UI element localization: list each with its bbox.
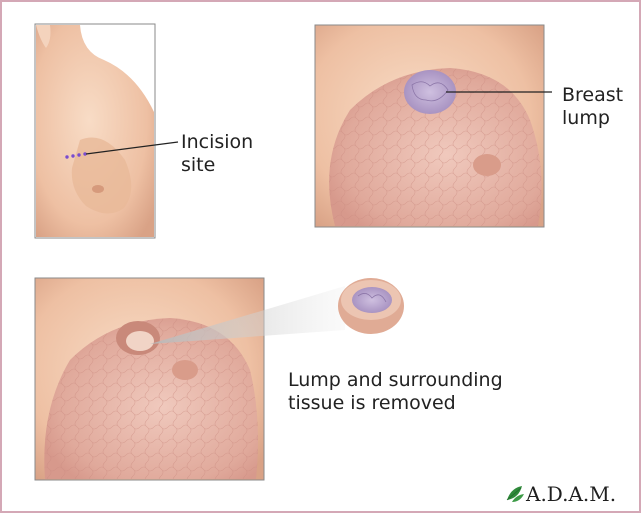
- breast-lump-label: Breast lump: [562, 84, 638, 130]
- removal-label-line1: Lump and surrounding: [288, 369, 588, 392]
- brand-logo-text: A.D.A.M.: [526, 482, 616, 506]
- incision-label-line1: Incision: [181, 131, 301, 154]
- removal-label-line2: tissue is removed: [288, 392, 588, 415]
- lump-label-line1: Breast: [562, 84, 638, 107]
- incision-label-line2: site: [181, 154, 301, 177]
- removed-tissue-sample: [338, 278, 404, 334]
- lump-label-line2: lump: [562, 107, 638, 130]
- panel-breast-lump: [315, 25, 552, 227]
- removal-label: Lump and surrounding tissue is removed: [288, 369, 588, 415]
- incision-site-label: Incision site: [181, 131, 301, 177]
